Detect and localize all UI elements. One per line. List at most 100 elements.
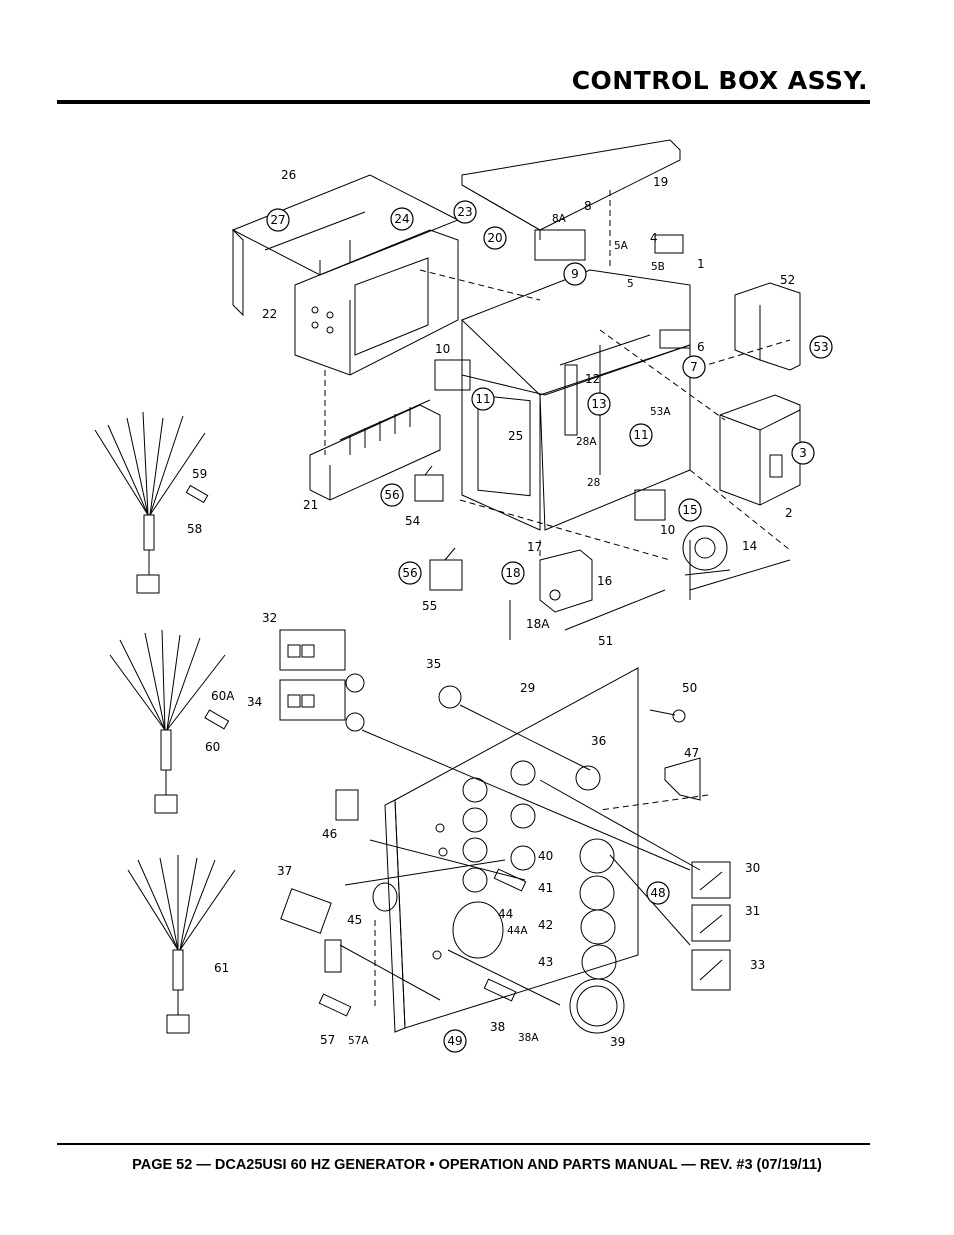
callout-47: 47 [684,746,699,760]
callout-54: 54 [405,514,420,528]
meter-33 [691,949,731,991]
callout-51: 51 [598,634,613,648]
callout-17: 17 [527,540,542,554]
callout-26: 26 [281,168,296,182]
callout-10b: 10 [660,523,675,537]
potentiometer-35 [438,685,462,709]
callout-12: 12 [585,372,600,386]
meter-31 [691,904,731,942]
meter-30 [691,861,731,899]
callout-45: 45 [347,913,362,927]
callout-11b: 11 [633,428,648,442]
gauge-42 [580,909,616,945]
callout-49: 49 [447,1034,462,1048]
callout-11a: 11 [475,392,490,406]
callout-57A: 57A [348,1035,369,1047]
callout-33: 33 [750,958,765,972]
page-title: CONTROL BOX ASSY. [571,66,868,95]
callouts-circled: 27 24 23 20 9 7 53 11 13 11 3 56 15 56 1… [266,200,833,1053]
bracket-47 [664,757,701,801]
callout-24: 24 [394,212,409,226]
top-cover-26 [231,174,460,317]
meter-36 [575,765,601,791]
circuit-breaker-2 [719,394,801,506]
callout-5B: 5B [651,261,665,273]
callout-21: 21 [303,498,318,512]
gauge-39 [569,978,625,1034]
callout-52: 52 [780,273,795,287]
assembly-guide-lines-upper [324,190,791,640]
callout-55: 55 [422,599,437,613]
page-footer: PAGE 52 — DCA25USI 60 HZ GENERATOR • OPE… [132,1157,822,1173]
control-panel-29 [384,667,639,1033]
harness-61 [127,855,236,1034]
callout-8A: 8A [552,213,567,225]
footer-rule [57,1143,870,1145]
callout-40: 40 [538,849,553,863]
toggle-switch-46 [335,789,359,821]
callout-38: 38 [490,1020,505,1034]
callout-38A: 38A [518,1032,539,1044]
callout-42: 42 [538,918,553,932]
callout-7: 7 [690,360,698,374]
callout-8: 8 [584,199,592,213]
callout-18A: 18A [526,617,550,631]
callout-30: 30 [745,861,760,875]
callout-13: 13 [591,397,606,411]
callout-28A: 28A [576,436,597,448]
lamp-45 [372,882,398,912]
callout-20: 20 [487,231,502,245]
callout-1: 1 [697,257,705,271]
callout-9: 9 [571,267,579,281]
callout-44: 44 [498,907,513,921]
terminal-10a [434,359,471,391]
callout-14: 14 [742,539,757,553]
receptacle-16 [539,549,593,613]
bolt-50 [649,709,686,723]
callout-3: 3 [799,446,807,460]
sensor-57 [318,993,352,1017]
callout-53A: 53A [650,406,671,418]
breaker-cover-52 [734,282,801,371]
relay-54 [414,465,444,502]
assembly-guide-lines-lower [339,704,709,1010]
callout-50: 50 [682,681,697,695]
callout-60A: 60A [211,689,235,703]
callout-29: 29 [520,681,535,695]
callout-44A: 44A [507,925,528,937]
callout-23: 23 [457,205,472,219]
callout-4: 4 [650,231,658,245]
callout-46: 46 [322,827,337,841]
terminal-block-21 [309,399,441,501]
terminal-strip-8 [534,229,586,261]
hour-meter-34 [279,679,365,732]
relay-55 [429,547,463,591]
callout-31: 31 [745,904,760,918]
switch-6 [659,329,691,349]
gauge-40 [579,838,615,874]
bracket-12 [564,364,578,436]
top-bar-19 [461,139,681,240]
callout-53: 53 [813,340,828,354]
callout-10a: 10 [435,342,450,356]
callout-61: 61 [214,961,229,975]
sensor-44 [493,868,527,892]
hour-meter-32 [279,629,365,693]
header-rule [57,100,870,104]
callout-41: 41 [538,881,553,895]
callouts-plain: 26 19 8 8A 4 5A 5B 5 1 52 22 10 6 12 53A… [187,168,795,1049]
callout-5: 5 [627,278,634,290]
bracket-4 [654,234,684,254]
callout-57: 57 [320,1033,335,1047]
callout-60: 60 [205,740,220,754]
callout-19: 19 [653,175,668,189]
sensor-38 [483,978,517,1002]
callout-34: 34 [247,695,262,709]
callout-43: 43 [538,955,553,969]
callout-58: 58 [187,522,202,536]
callout-32: 32 [262,611,277,625]
front-plate-22 [294,229,459,376]
key-switch-37 [280,888,342,973]
callout-16: 16 [597,574,612,588]
